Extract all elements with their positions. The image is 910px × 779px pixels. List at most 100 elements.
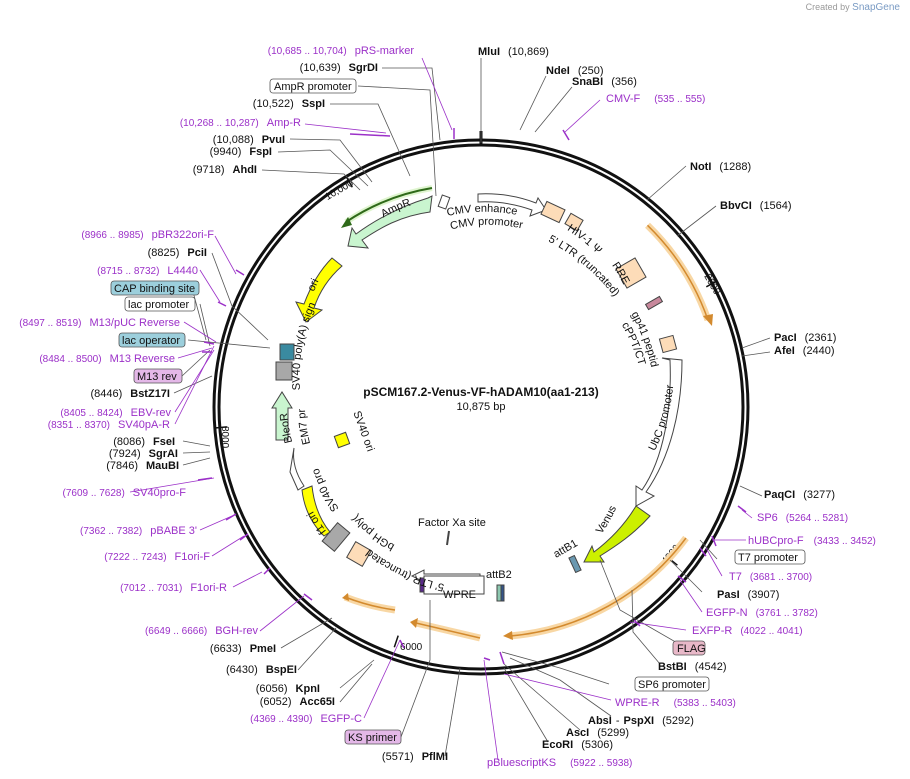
- enzyme-ahdi: (9718)AhdI: [193, 164, 257, 176]
- enzyme-ndei: NdeI(250): [546, 65, 604, 77]
- enzyme-afei: AfeI(2440): [774, 345, 835, 357]
- primer-leader-lines: [129, 57, 753, 761]
- rre-box: [615, 257, 647, 289]
- primer-exfp-r: EGFP-N(3761 .. 3782): [706, 607, 818, 619]
- boxed-ampr-promoter: AmpR promoter: [274, 81, 352, 93]
- svg-text:5' LTR (truncated): 5' LTR (truncated): [0, 0, 445, 593]
- primer-bgh-rev: (6649 .. 6666)BGH-rev: [145, 625, 259, 637]
- snapgene-logo: SnapGene: [852, 2, 900, 13]
- feature-venus: Venus: [594, 503, 619, 536]
- primer-egfp-n: T7(3681 .. 3700): [729, 571, 812, 583]
- tick-label-6000: 6000: [400, 642, 423, 653]
- enzyme-labels: MluI(10,869) NdeI(250) SnaBI(356) NotI(1…: [478, 46, 836, 751]
- svg-text:ori: ori: [306, 277, 322, 293]
- enzyme-sgrai: (7924)SgrAI: [109, 448, 178, 460]
- feature-ltr-truncated-2: 5' LTR (truncated): [0, 0, 445, 593]
- ampr-promoter-box: [437, 194, 451, 210]
- svg-text:BleoR: BleoR: [278, 412, 295, 444]
- primer-prs-marker: (10,685 .. 10,704)pRS-marker: [268, 45, 415, 57]
- boxed-labels: AmpR promoter CAP binding site lac promo…: [110, 78, 806, 745]
- boxed-m13-rev: M13 rev: [137, 371, 177, 383]
- svg-text:CMV promoter: CMV promoter: [449, 216, 524, 233]
- factor-xa-mark: [446, 530, 450, 546]
- enzyme-pasi: PasI(3907): [717, 589, 779, 601]
- lac-box: [279, 343, 295, 361]
- primer-cmv-f: CMV-F(535 .. 555): [606, 93, 705, 105]
- primer-pbr322ori-f: (8966 .. 8985)pBR322ori-F: [81, 229, 214, 241]
- ltr-box-2: [346, 541, 372, 567]
- enzyme-pcii: (8825)PciI: [148, 247, 207, 259]
- highlighted-regions: [341, 185, 713, 642]
- feature-ori: ori: [306, 277, 322, 293]
- enzyme-labels-left: (5571)PflMI (6052)Acc65I (6056)KpnI (643…: [90, 62, 448, 763]
- enzyme-bstz17i: (8446)BstZ17I: [90, 388, 170, 400]
- feature-sv40-polya: SV40 poly(A) signal: [0, 0, 318, 391]
- primer-pbabe3: (7362 .. 7382)pBABE 3': [80, 525, 197, 537]
- ori-arrow: [295, 257, 343, 323]
- enzyme-asci: AscI(5299): [566, 727, 629, 739]
- primer-t7: hUBCpro-F(3433 .. 3452): [748, 535, 876, 547]
- enzyme-kpni: (6056)KpnI: [256, 683, 320, 695]
- wpre-marker: [419, 577, 425, 593]
- feature-bleor: BleoR: [278, 412, 295, 444]
- primer-egfp-c: EXFP-R(4022 .. 4041): [692, 625, 803, 637]
- primer-m13-reverse: (8484 .. 8500)M13 Reverse: [39, 353, 175, 365]
- cppt-box: [644, 295, 664, 311]
- leader-lines: [173, 58, 771, 757]
- feature-factor-xa: Factor Xa site: [418, 517, 486, 529]
- venus-arrow: [583, 505, 651, 563]
- enzyme-maubi: (7846)MauBI: [106, 460, 179, 472]
- boxed-flag: FLAG: [677, 643, 706, 655]
- enzyme-sspi: (10,522)SspI: [253, 98, 325, 110]
- tick-label-8000: 8000: [219, 426, 230, 449]
- f1ori-arrow: [301, 485, 331, 537]
- boxed-lac-promoter: lac promoter: [128, 299, 189, 311]
- primer-sv40pa-r: (8351 .. 8370)SV40pA-R: [48, 419, 170, 431]
- feature-shapes: [271, 193, 683, 602]
- bleor-arrow: [271, 391, 293, 441]
- enzyme-snabi: SnaBI(356): [572, 76, 637, 88]
- ltr-box: [564, 212, 584, 232]
- primer-wpre-r: pBluescriptKS(5922 .. 5938): [487, 757, 632, 769]
- svg-text:Venus: Venus: [594, 503, 619, 536]
- primer-f1ori-r: (7012 .. 7031)F1ori-R: [120, 582, 227, 594]
- sv40-ori-box: [333, 431, 351, 449]
- primer-m13-puc-reverse: (8497 .. 8519)M13/pUC Reverse: [19, 317, 180, 329]
- svg-text:SV40 poly(A) signal: SV40 poly(A) signal: [0, 0, 318, 391]
- attb1-box: [568, 554, 582, 574]
- enzyme-noti: NotI(1288): [690, 161, 751, 173]
- enzyme-bstbi: BstBI(4542): [658, 661, 727, 673]
- primer-hubcpro-f: SP6(5264 .. 5281): [757, 512, 848, 524]
- enzyme-absi-pspxi: AbsI-PspXI(5292): [588, 715, 694, 727]
- gp41-box: [658, 334, 678, 354]
- enzyme-pvui: (10,088)PvuI: [213, 134, 285, 146]
- enzyme-ecori: EcoRI(5306): [542, 739, 613, 751]
- primer-labels: CMV-F(535 .. 555) SP6(5264 .. 5281) hUBC…: [487, 93, 876, 769]
- attb2-box-2: [500, 584, 505, 602]
- enzyme-sgrdi: (10,639)SgrDI: [300, 62, 378, 74]
- enzyme-bbvci: BbvCI(1564): [720, 200, 792, 212]
- primer-pbluescriptks: (4369 .. 4390)EGFP-C: [250, 713, 362, 725]
- feature-cmv-promoter: CMV promoter: [449, 216, 524, 233]
- primer-ebv-rev: (8405 .. 8424)EBV-rev: [60, 407, 171, 419]
- primer-l4440: (8715 .. 8732)L4440: [97, 265, 198, 277]
- boxed-ks-primer: KS primer: [348, 732, 397, 744]
- boxed-lac-operator: lac operator: [122, 335, 180, 347]
- primer-labels-left: (10,685 .. 10,704)pRS-marker (10,268 .. …: [19, 45, 414, 725]
- tick-label-2000: 2000: [701, 272, 722, 297]
- feature-sv40-ori: SV40 ori: [350, 409, 376, 453]
- cmv-enhancer-arrow: [477, 193, 547, 217]
- boxed-cap-binding-site: CAP binding site: [114, 283, 195, 295]
- enzyme-paqci: PaqCI(3277): [764, 489, 835, 501]
- primer-f1ori-f: (7222 .. 7243)F1ori-F: [104, 551, 210, 563]
- primer-markers: [197, 128, 747, 665]
- feature-attb2: attB2: [486, 569, 512, 581]
- ampr-arrow: [347, 195, 433, 249]
- enzyme-bspei: (6430)BspEI: [226, 664, 297, 676]
- sv40-promoter-arrow: [289, 447, 305, 491]
- boxed-t7-promoter: T7 promoter: [738, 552, 798, 564]
- enzyme-paci: PacI(2361): [774, 332, 836, 344]
- enzyme-fspi: (9940)FspI: [210, 146, 272, 158]
- plasmid-name: pSCM167.2-Venus-VF-hADAM10(aa1-213): [363, 385, 598, 399]
